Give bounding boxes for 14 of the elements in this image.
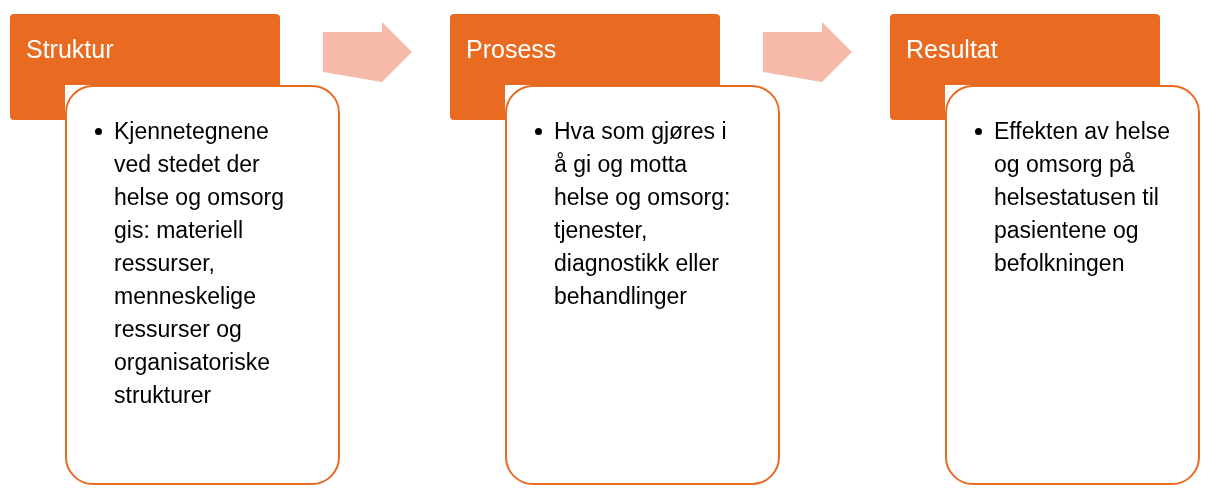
block-arrow — [763, 22, 852, 82]
description-card — [505, 85, 780, 485]
stage-title: Struktur — [26, 34, 115, 64]
description-card — [945, 85, 1200, 485]
stage-title: Resultat — [906, 34, 999, 64]
stage-header — [890, 14, 1160, 85]
block-arrow — [323, 22, 412, 82]
description-card — [65, 85, 340, 485]
stage-title: Prosess — [466, 34, 558, 64]
description-text: Kjennetegnene ved stedet der helse og omsorg gis: materiell ressurser, menneskelige ressurser og organisatoriske strukturer — [114, 117, 286, 410]
description-text: Hva som gjøres i å gi og motta helse og omsorg: tjenester, diagnostikk eller behandlinger — [554, 117, 732, 311]
stage-header — [10, 14, 280, 85]
stage-header — [450, 14, 720, 85]
description-text: Effekten av helse og omsorg på helsestatusen til pasientene og befolkningen — [994, 117, 1172, 278]
